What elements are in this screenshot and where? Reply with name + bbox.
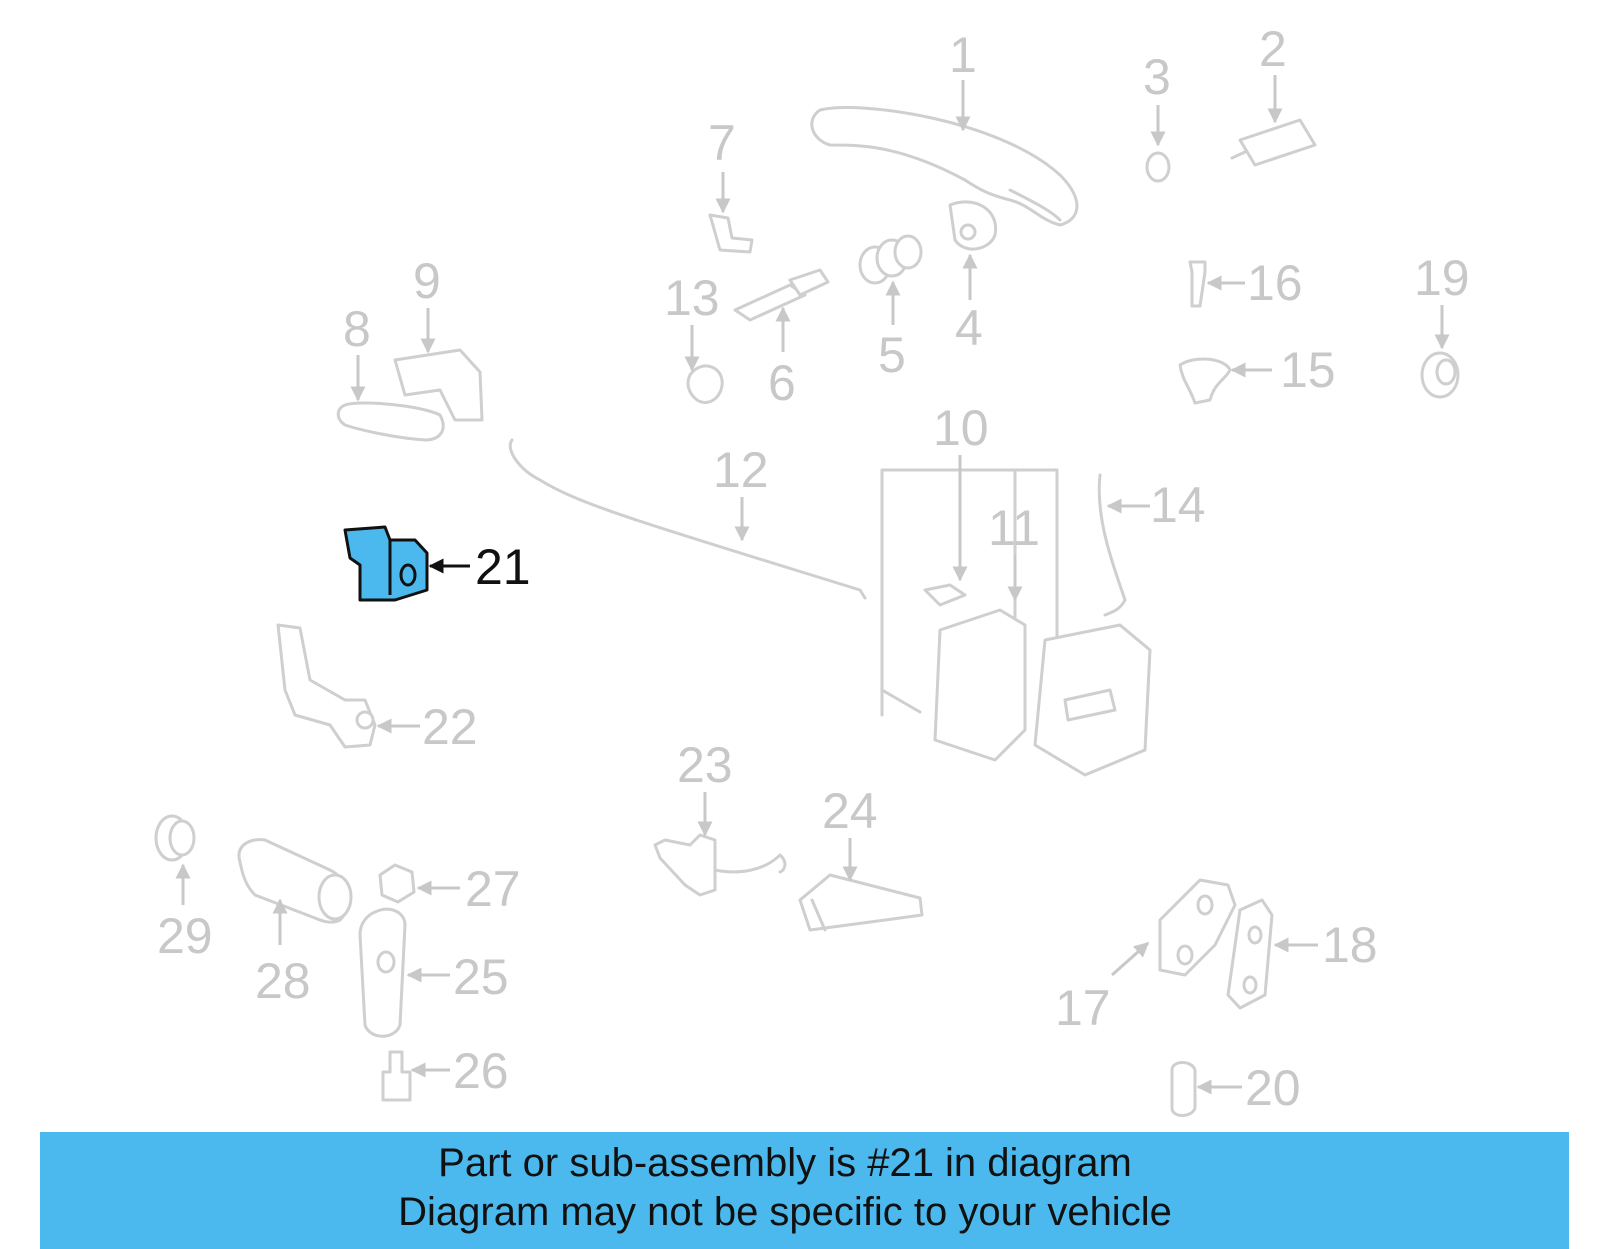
part-12-rod	[508, 438, 867, 600]
svg-text:17: 17	[1055, 980, 1111, 1036]
callout-9: 9	[413, 253, 441, 354]
part-18-hinge-plate	[1226, 898, 1274, 1010]
svg-text:21: 21	[475, 539, 531, 595]
callout-29: 29	[157, 863, 213, 964]
part-28-boot	[237, 838, 353, 924]
svg-text:1: 1	[949, 27, 977, 83]
svg-text:25: 25	[453, 949, 509, 1005]
part-24-check	[798, 873, 924, 932]
part-13-clip	[686, 364, 724, 404]
callout-5: 5	[878, 280, 906, 383]
svg-text:2: 2	[1259, 21, 1287, 77]
callout-21: 21	[428, 539, 531, 595]
part-25-seal	[358, 907, 407, 1038]
svg-text:8: 8	[343, 301, 371, 357]
callout-13: 13	[664, 270, 720, 372]
svg-text:27: 27	[465, 861, 521, 917]
part-1-outside-handle	[810, 106, 1079, 227]
part-11-latch	[933, 608, 1152, 777]
svg-text:19: 19	[1414, 250, 1470, 306]
callout-20: 20	[1196, 1060, 1301, 1116]
svg-text:15: 15	[1280, 342, 1336, 398]
callout-28: 28	[255, 898, 311, 1009]
callout-23: 23	[677, 737, 733, 837]
callout-6: 6	[768, 306, 796, 411]
svg-text:6: 6	[768, 355, 796, 411]
part-9-handle-bezel	[393, 348, 484, 422]
callout-19: 19	[1414, 250, 1470, 350]
svg-text:23: 23	[677, 737, 733, 793]
svg-text:24: 24	[822, 783, 878, 839]
part-6-pin	[733, 268, 830, 322]
callout-14: 14	[1106, 477, 1206, 533]
svg-text:13: 13	[664, 270, 720, 326]
part-19-bushing	[1420, 351, 1460, 399]
part-10-latch-bracket	[880, 468, 1059, 717]
callout-8: 8	[343, 301, 371, 402]
svg-text:3: 3	[1143, 49, 1171, 105]
callout-12: 12	[713, 442, 769, 542]
callout-3: 3	[1143, 49, 1171, 147]
part-14-rod	[1097, 473, 1127, 617]
callout-1: 1	[949, 27, 977, 132]
svg-text:28: 28	[255, 953, 311, 1009]
callout-4: 4	[955, 253, 983, 356]
svg-text:12: 12	[713, 442, 769, 498]
svg-text:22: 22	[422, 699, 478, 755]
part-27-nut	[378, 863, 416, 904]
part-23-striker	[653, 833, 787, 897]
callout-26: 26	[410, 1043, 509, 1099]
callout-18: 18	[1273, 917, 1378, 973]
svg-text:5: 5	[878, 327, 906, 383]
callout-7: 7	[708, 115, 736, 214]
part-29-grommet	[154, 814, 196, 862]
banner-text-disclaimer: Diagram may not be specific to your vehi…	[398, 1190, 1172, 1234]
svg-text:9: 9	[413, 253, 441, 309]
banner-text-part-number: Part or sub-assembly is #21 in diagram	[438, 1141, 1132, 1185]
part-3-washer	[1145, 151, 1171, 183]
callout-16: 16	[1206, 255, 1303, 311]
callout-17: 17	[1055, 941, 1150, 1036]
callout-22: 22	[376, 699, 478, 755]
part-22-hinge-bracket	[276, 623, 377, 749]
svg-text:18: 18	[1322, 917, 1378, 973]
svg-text:16: 16	[1247, 255, 1303, 311]
callout-11: 11	[988, 500, 1040, 602]
part-2-lock-cylinder	[1230, 118, 1317, 167]
part-15-nut	[1178, 357, 1232, 405]
part-26-bolt	[381, 1050, 412, 1102]
svg-text:14: 14	[1150, 477, 1206, 533]
part-20-cap	[1170, 1061, 1197, 1117]
part-21-bracket[interactable]	[343, 525, 429, 602]
callout-2: 2	[1259, 21, 1287, 124]
svg-text:26: 26	[453, 1043, 509, 1099]
part-17-hinge	[1158, 878, 1237, 977]
callout-25: 25	[406, 949, 509, 1005]
part-4-bracket	[948, 200, 998, 251]
callout-27: 27	[416, 861, 521, 917]
svg-text:7: 7	[708, 115, 736, 171]
callout-24: 24	[822, 783, 878, 882]
svg-text:10: 10	[933, 400, 989, 456]
part-16-screw	[1188, 260, 1207, 308]
part-8-inside-handle	[336, 401, 445, 442]
svg-text:29: 29	[157, 908, 213, 964]
part-7-clip	[708, 213, 754, 254]
callout-10: 10	[933, 400, 989, 582]
svg-text:11: 11	[988, 500, 1040, 556]
svg-text:20: 20	[1245, 1060, 1301, 1116]
callout-15: 15	[1230, 342, 1336, 398]
svg-text:4: 4	[955, 300, 983, 356]
part-5-grommet	[858, 234, 923, 285]
info-banner: Part or sub-assembly is #21 in diagram D…	[40, 1132, 1569, 1249]
